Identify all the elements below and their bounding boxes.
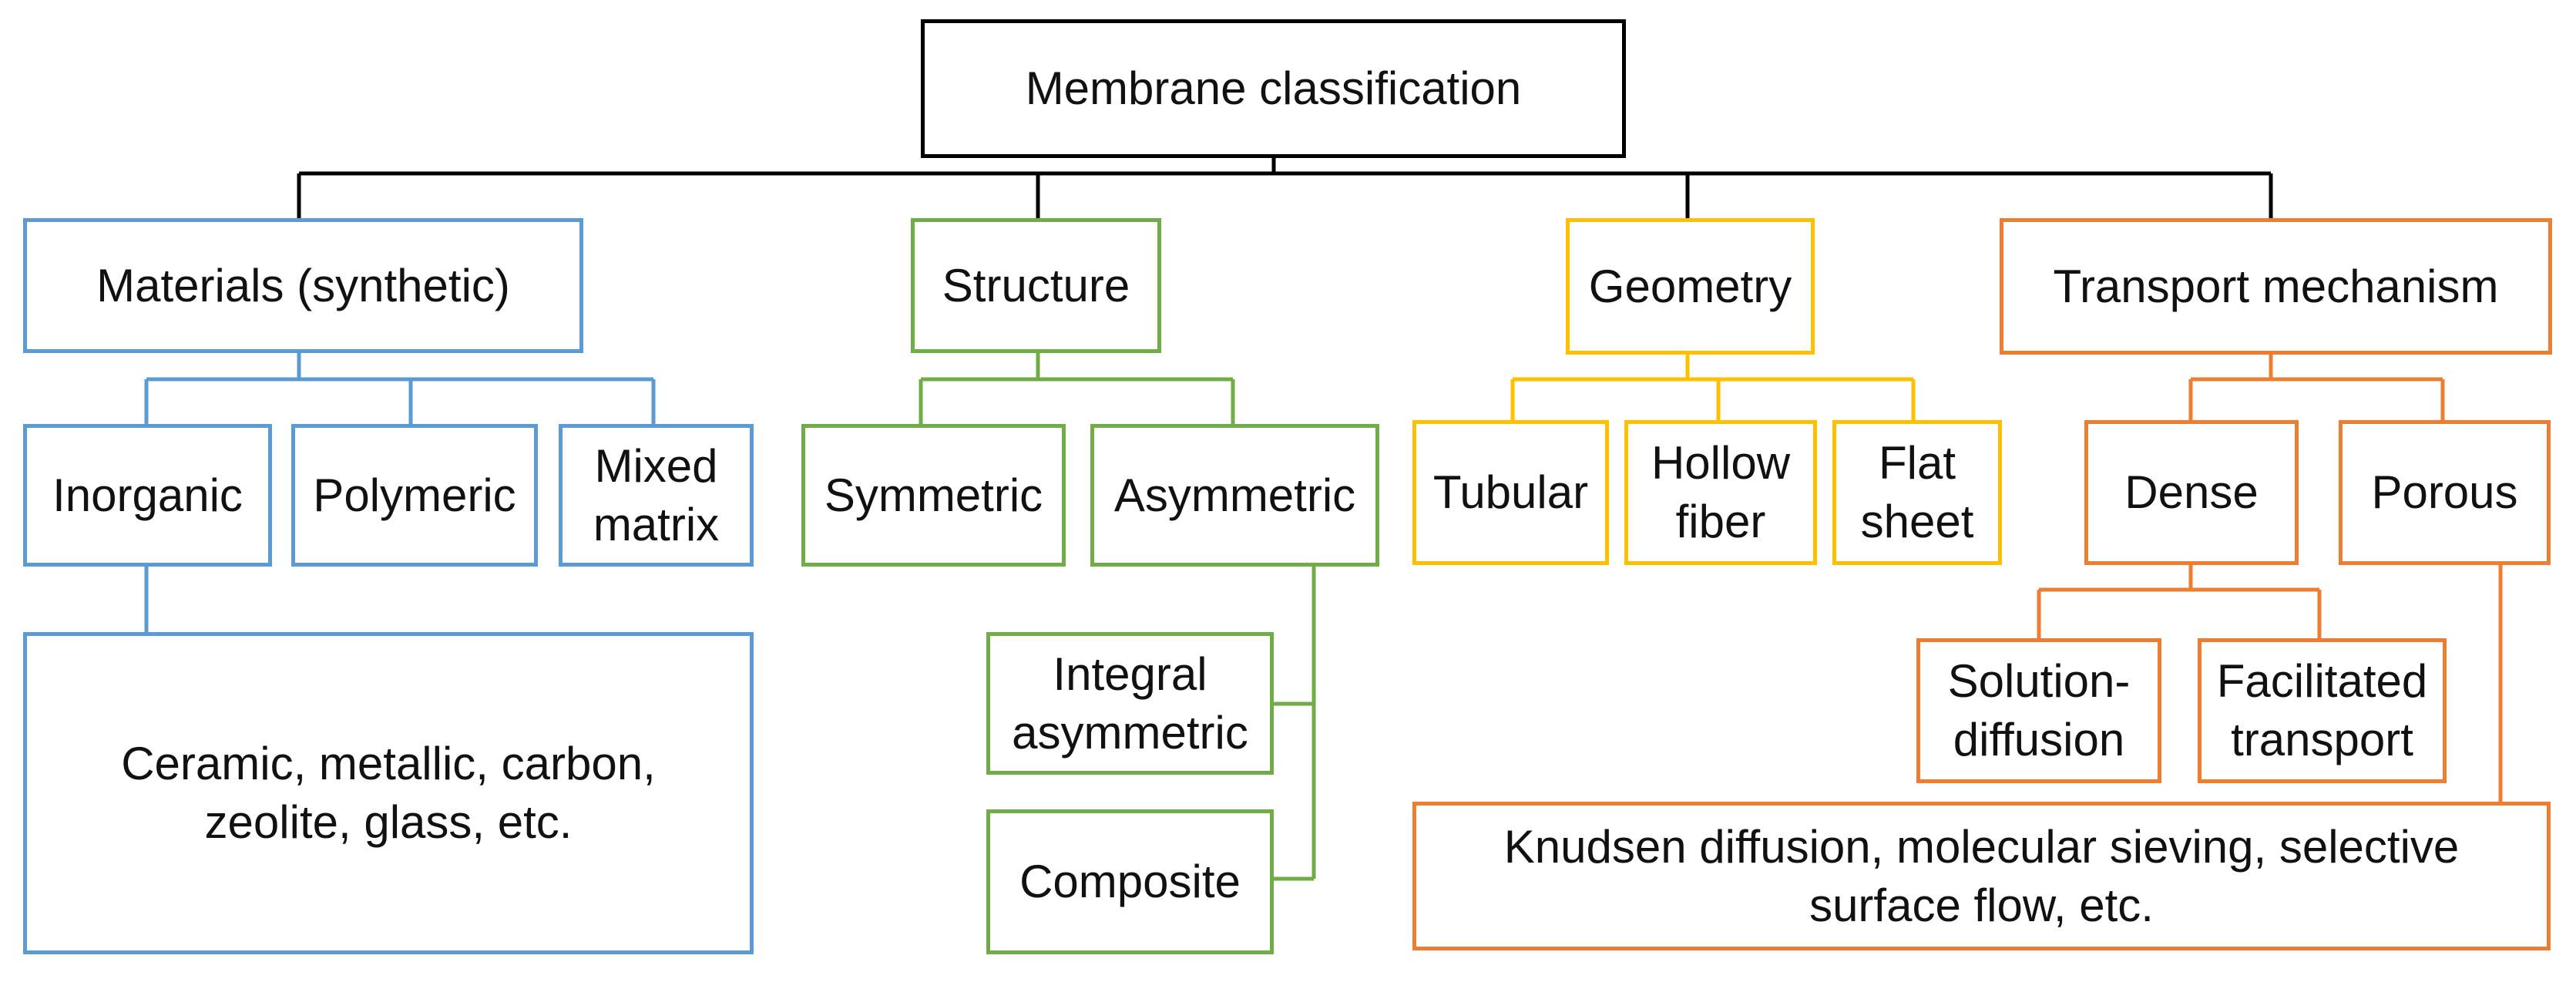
inorganic-node: Inorganic	[23, 424, 272, 567]
porous-examples-label: Knudsen diffusion, molecular sieving, se…	[1503, 820, 2460, 931]
composite-label: Composite	[1019, 856, 1241, 907]
geometry-connectors	[1510, 355, 1916, 420]
inorganic-examples-node: Ceramic, metallic, carbon, zeolite, glas…	[23, 632, 754, 954]
hollow-fiber-node: Hollow fiber	[1624, 420, 1817, 565]
dense-node: Dense	[2084, 420, 2299, 565]
tubular-node: Tubular	[1412, 420, 1609, 565]
hollow-fiber-label: Hollow fiber	[1651, 437, 1791, 547]
solution-diffusion-node: Solution-diffusion	[1916, 638, 2161, 783]
mixed-matrix-node: Mixed matrix	[559, 424, 754, 567]
inorganic-label: Inorganic	[52, 469, 243, 521]
structure-label: Structure	[942, 259, 1130, 311]
tubular-label: Tubular	[1432, 466, 1589, 518]
mixed-matrix-label: Mixed matrix	[593, 439, 720, 550]
materials-label: Materials (synthetic)	[96, 259, 510, 311]
facilitated-transport-label: Facilitated transport	[2216, 655, 2428, 765]
transport-connectors	[2037, 355, 2503, 802]
polymeric-node: Polymeric	[291, 424, 538, 567]
geometry-node: Geometry	[1566, 218, 1815, 355]
polymeric-label: Polymeric	[313, 469, 516, 521]
integral-asymmetric-node: Integral asymmetric	[986, 632, 1274, 775]
transport-label: Transport mechanism	[2053, 260, 2499, 312]
porous-label: Porous	[2371, 466, 2518, 518]
symmetric-node: Symmetric	[801, 424, 1066, 567]
porous-node: Porous	[2339, 420, 2551, 565]
root-node: Membrane classification	[921, 19, 1626, 158]
dense-label: Dense	[2124, 466, 2259, 518]
flat-sheet-node: Flat sheet	[1832, 420, 2002, 565]
symmetric-label: Symmetric	[824, 469, 1043, 521]
inorganic-examples-label: Ceramic, metallic, carbon, zeolite, glas…	[121, 738, 656, 848]
composite-node: Composite	[986, 809, 1274, 954]
materials-connectors	[144, 353, 656, 632]
porous-examples-node: Knudsen diffusion, molecular sieving, se…	[1412, 802, 2551, 950]
asymmetric-node: Asymmetric	[1090, 424, 1379, 567]
geometry-label: Geometry	[1588, 260, 1792, 312]
root-connectors	[297, 158, 2273, 218]
solution-diffusion-label: Solution-diffusion	[1947, 655, 2131, 765]
materials-node: Materials (synthetic)	[23, 218, 583, 353]
structure-node: Structure	[911, 218, 1161, 353]
structure-connectors	[919, 353, 1316, 881]
root-label: Membrane classification	[1025, 62, 1522, 114]
asymmetric-label: Asymmetric	[1113, 469, 1356, 521]
transport-node: Transport mechanism	[2000, 218, 2552, 355]
integral-asymmetric-label: Integral asymmetric	[1012, 648, 1248, 759]
facilitated-transport-node: Facilitated transport	[2198, 638, 2447, 783]
flat-sheet-label: Flat sheet	[1860, 437, 1974, 547]
